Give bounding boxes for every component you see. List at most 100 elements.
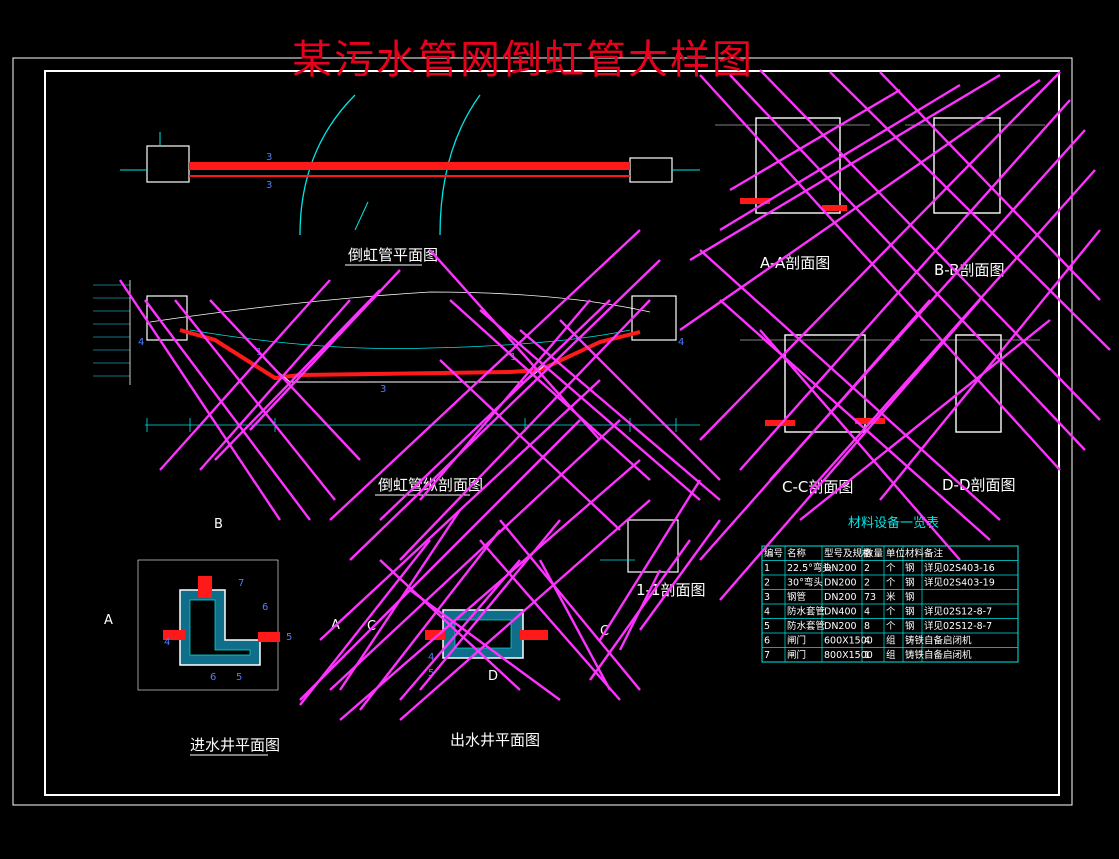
table-cell: 自备启闭机: [924, 635, 972, 647]
section-d-title: D-D剖面图: [942, 476, 1016, 494]
table-cell: DN200: [824, 592, 857, 603]
hatch-stroke: [479, 539, 621, 701]
outer-frame: [12, 57, 1073, 806]
hatch-stroke: [449, 299, 651, 481]
profile-view-title: 倒虹管纵剖面图: [378, 476, 483, 494]
table-cell: 3: [764, 592, 770, 603]
hatch-stroke: [598, 479, 702, 641]
table-cell: 钢管: [787, 591, 806, 603]
table-cell: 米: [886, 591, 896, 603]
hatch-stroke: [699, 249, 1001, 521]
table-cell: 1: [764, 563, 770, 574]
callout-5: 5: [286, 632, 292, 643]
hatch-stroke: [329, 419, 621, 691]
hatch-stroke: [618, 569, 662, 651]
table-cell: 800X1500: [824, 650, 873, 661]
hatch-stroke: [209, 299, 361, 461]
table-header-cell: 数量: [864, 548, 884, 560]
section-marker-b: B: [214, 517, 223, 532]
table-cell: 钢: [905, 591, 915, 603]
table-cell: 钢: [905, 606, 915, 618]
hatch-stroke: [174, 299, 336, 501]
hatch-stroke: [719, 299, 991, 541]
hatch-stroke: [249, 269, 401, 431]
table-cell: 30°弯头: [787, 577, 823, 589]
hatch-stroke: [419, 519, 561, 691]
hatch-stroke: [759, 329, 961, 561]
table-cell: 600X1500: [824, 636, 873, 647]
callout-6: 6: [262, 602, 268, 613]
table-cell: DN400: [824, 607, 857, 618]
material-table-title: 材料设备一览表: [848, 515, 939, 531]
hatch-stroke: [379, 559, 521, 691]
table-header-cell: 备注: [924, 548, 944, 560]
inlet-well-plan: A A B 7 6 6 5 5 4 进水井平面图: [104, 517, 340, 756]
table-cell: 详见02S403-16: [924, 562, 995, 574]
hatch-stroke: [339, 459, 641, 721]
table-cell: 个: [886, 578, 896, 589]
table-cell: 钢: [905, 620, 915, 632]
callout-4: 4: [164, 637, 170, 648]
hatch-stroke: [399, 559, 521, 701]
inlet-well-title: 进水井平面图: [190, 736, 280, 754]
table-cell: 闸门: [787, 649, 806, 661]
table-cell: 2: [864, 563, 870, 574]
table-cell: 个: [886, 607, 896, 618]
profile-view: 倒虹管纵剖面图 4 1 3 1 4: [93, 280, 700, 496]
table-cell: 铸铁: [905, 649, 925, 661]
table-cell: 钢: [905, 562, 915, 574]
table-cell: 2: [864, 578, 870, 589]
hatch-stroke: [144, 299, 311, 521]
hatch-stroke: [719, 299, 981, 601]
hatch-stroke: [419, 299, 591, 501]
hatch-stroke: [759, 69, 1101, 421]
hatch-stroke: [119, 279, 281, 521]
callout-4: 4: [678, 337, 684, 348]
hatch-stroke: [159, 279, 331, 471]
table-cell: 详见02S12-8-7: [924, 620, 992, 632]
hatch-stroke: [729, 88, 901, 192]
hatch-stroke: [359, 529, 501, 711]
hatch-stroke: [349, 259, 661, 561]
hatch-stroke: [719, 83, 961, 232]
hatch-stroke: [699, 71, 1061, 441]
hatch-stroke: [214, 289, 381, 461]
table-cell: DN200: [824, 621, 857, 632]
callout-4: 4: [428, 652, 434, 663]
hatch-stroke: [739, 99, 1071, 471]
table-cell: 1: [864, 650, 870, 661]
table-cell: 组: [886, 635, 896, 647]
callout-3: 3: [380, 384, 386, 395]
hatch-stroke: [439, 359, 621, 531]
hatch-stroke: [399, 299, 651, 561]
section-b-title: B-B剖面图: [934, 261, 1004, 279]
callout-3: 3: [266, 152, 272, 163]
table-cell: 防水套管: [787, 606, 825, 618]
hatch-stroke: [799, 319, 1051, 521]
section-ab: A-A剖面图 B-B剖面图: [715, 117, 1045, 279]
hatch-stroke: [699, 74, 1061, 471]
outlet-well-title: 出水井平面图: [450, 731, 540, 749]
table-cell: 8: [864, 621, 870, 632]
table-cell: 详见02S403-19: [924, 577, 995, 589]
hatch-stroke: [339, 509, 461, 691]
table-cell: DN200: [824, 578, 857, 589]
table-header-cell: 名称: [787, 548, 807, 560]
plan-view: 倒虹管平面图 3 3: [120, 94, 700, 266]
table-cell: 闸门: [787, 635, 806, 647]
table-cell: DN200: [824, 563, 857, 574]
callout-6: 6: [210, 672, 216, 683]
table-cell: 6: [764, 636, 770, 647]
hatch-stroke: [409, 589, 561, 701]
outlet-well-plan: C C D 5 4 出水井平面图: [367, 609, 609, 749]
table-header-cell: 编号: [764, 548, 783, 560]
callout-3: 3: [266, 180, 272, 191]
hatch-stroke: [729, 74, 1086, 451]
hatch-stroke: [479, 309, 701, 501]
section-a-title: A-A剖面图: [760, 254, 830, 272]
hatch-stroke: [299, 539, 431, 706]
table-cell: 73: [864, 592, 876, 603]
inner-frame: [44, 70, 1060, 796]
table-header-cell: 单位: [886, 548, 906, 560]
